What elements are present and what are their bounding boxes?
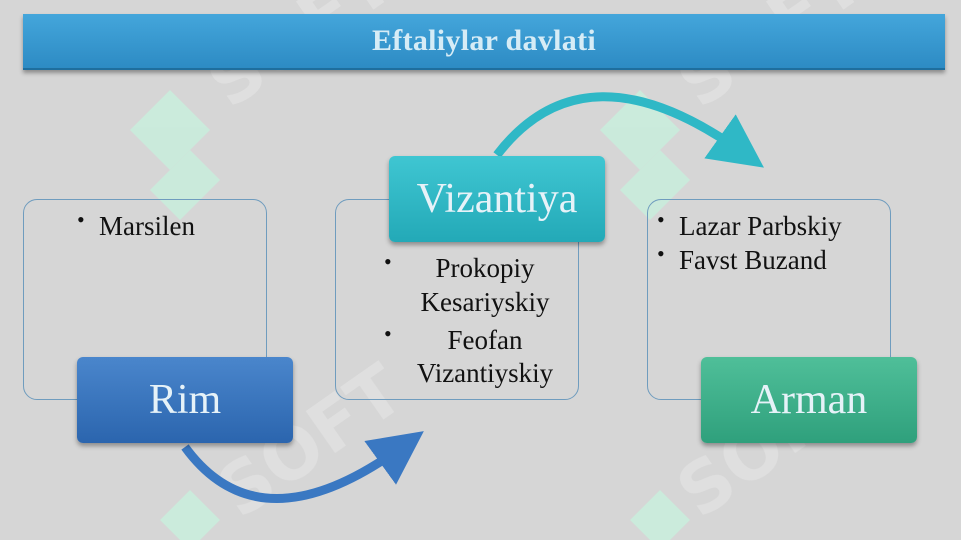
list-item: Prokopiy Kesariyskiy (384, 248, 564, 320)
arman-label-text: Arman (750, 377, 868, 423)
vizantiya-label: Vizantiya (389, 156, 605, 242)
rim-label: Rim (77, 357, 293, 443)
vizantiya-label-text: Vizantiya (416, 176, 578, 222)
arrow-rim-to-vizantiya (181, 431, 424, 503)
rim-label-text: Rim (148, 377, 222, 423)
rim-list: Marsilen (77, 206, 195, 244)
vizantiya-list: Prokopiy Kesariyskiy Feofan Vizantiyskiy (384, 248, 564, 392)
arrow-vizantiya-to-arman (493, 92, 764, 168)
page-title: Eftaliylar davlati (371, 24, 596, 57)
list-item: Favst Buzand (657, 240, 842, 278)
list-item: Marsilen (77, 206, 195, 244)
vizantiya-box: Prokopiy Kesariyskiy Feofan Vizantiyskiy (335, 199, 579, 400)
title-bar: Eftaliylar davlati (23, 14, 945, 70)
list-item: Feofan Vizantiyskiy (384, 320, 564, 392)
arman-label: Arman (701, 357, 917, 443)
list-item: Lazar Parbskiy (657, 206, 842, 244)
arman-box: Lazar Parbskiy Favst Buzand (647, 199, 891, 400)
arman-list: Lazar Parbskiy Favst Buzand (657, 206, 842, 278)
